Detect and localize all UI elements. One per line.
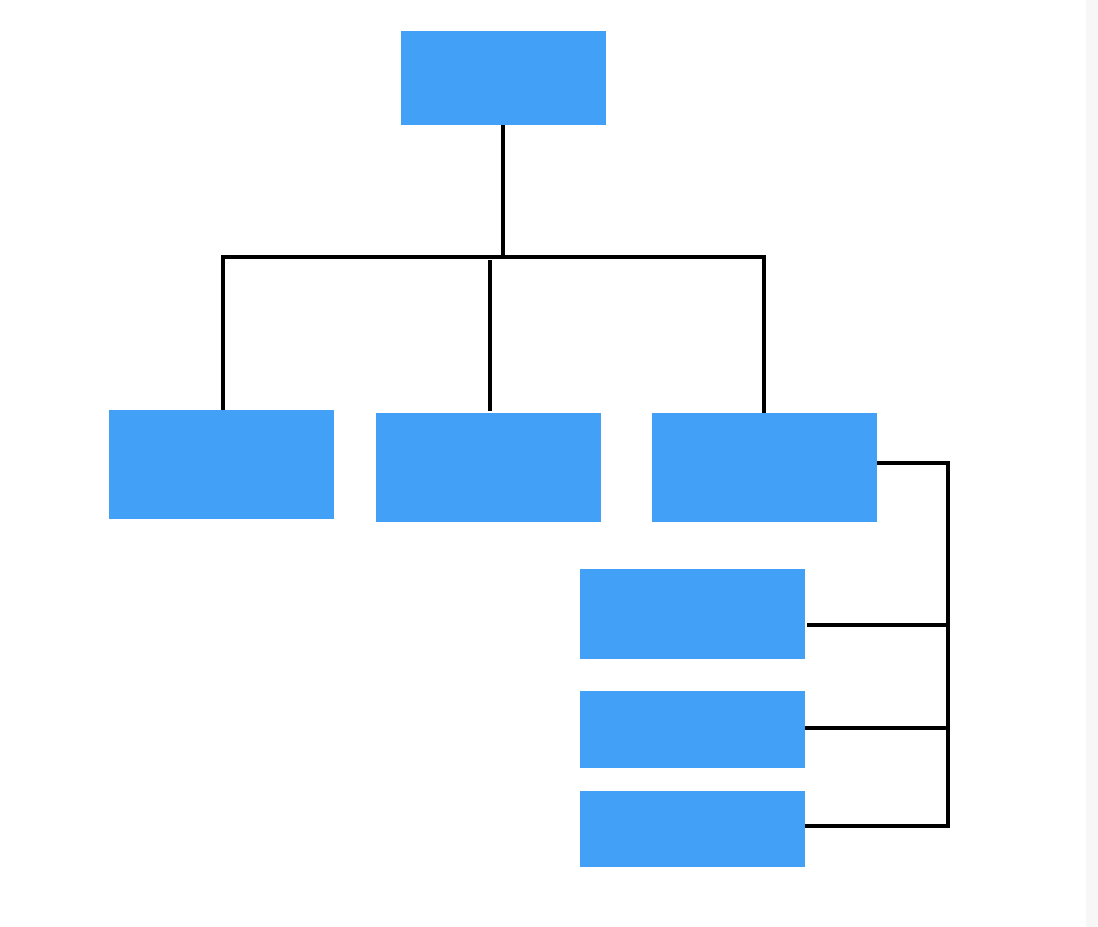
node-sub-3 [580, 791, 805, 867]
right-edge-strip [1086, 0, 1098, 927]
node-child-2 [376, 413, 601, 522]
node-root [401, 31, 606, 125]
connector-lines [221, 123, 950, 828]
diagram-nodes [109, 31, 877, 867]
node-child-3 [652, 413, 877, 522]
node-sub-2 [580, 691, 805, 768]
node-child-1 [109, 410, 334, 519]
node-sub-1 [580, 569, 805, 659]
